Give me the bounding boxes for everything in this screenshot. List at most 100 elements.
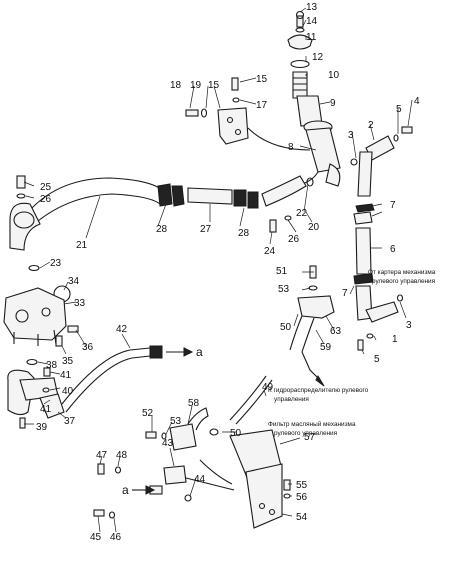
- bracket-hole-2: [234, 128, 242, 136]
- bracket-hole-1: [226, 116, 234, 124]
- callout-23: 23: [50, 258, 62, 269]
- o-ring-50: [209, 428, 219, 436]
- clamp-28-right-b: [247, 191, 259, 209]
- arrow-label-a-in: a: [122, 483, 129, 497]
- o-ring-44: [184, 494, 192, 502]
- pipe-43: [185, 477, 235, 491]
- bolt-36: [67, 325, 79, 333]
- note-filter-line1: Фильтр масляный механизма: [268, 420, 356, 428]
- washer-5b: [366, 333, 374, 339]
- washer-19: [200, 108, 208, 118]
- callout-17: 17: [256, 100, 268, 111]
- callout-47: 47: [96, 450, 108, 461]
- callout-8: 8: [288, 142, 294, 153]
- callout-40: 40: [62, 386, 74, 397]
- tube-20: [261, 175, 307, 207]
- filter-bolt-hole-b: [268, 508, 276, 516]
- hose-42-bottom: [65, 355, 151, 413]
- filter-body: [245, 463, 283, 529]
- callout-7b: 7: [342, 288, 348, 299]
- o-ring-23: [28, 264, 40, 272]
- callout-34: 34: [68, 276, 80, 287]
- callout-26b: 26: [40, 194, 52, 205]
- callout-7: 7: [390, 200, 396, 211]
- callout-3: 3: [348, 130, 354, 141]
- arrow-to-valve: [301, 351, 321, 381]
- callout-21: 21: [76, 240, 88, 251]
- leader-lines: [23, 7, 413, 533]
- callout-numbers: 13 14 11 12 10 9 8 15 15 17 18 19 3 2 5 …: [36, 2, 420, 543]
- bracket-assembly: [185, 77, 311, 151]
- callout-3b: 3: [406, 320, 412, 331]
- callout-27: 27: [200, 224, 212, 235]
- callout-24: 24: [264, 246, 276, 257]
- hose-42-top: [61, 347, 151, 405]
- bolt-4b: [357, 339, 364, 351]
- callout-12: 12: [312, 52, 324, 63]
- outlet-elbow-assembly: [7, 367, 65, 429]
- callout-19: 19: [190, 80, 202, 91]
- filler-elbow: [325, 163, 341, 187]
- return-fitting-assembly: [289, 265, 335, 387]
- notes: От картера механизма рулевого управления…: [268, 269, 436, 437]
- clamp-7-lower: [353, 211, 373, 225]
- bolt-4: [401, 126, 413, 134]
- callout-28: 28: [156, 224, 168, 235]
- washer-5: [393, 134, 399, 142]
- o-ring-12: [290, 59, 310, 69]
- callout-52: 52: [142, 408, 154, 419]
- o-ring-3b: [396, 294, 404, 302]
- callout-15: 15: [256, 74, 268, 85]
- note-to-valve-line1: К гидрораспределителю рулевого: [268, 387, 369, 394]
- callout-45: 45: [90, 532, 102, 543]
- bolt-55: [283, 479, 291, 491]
- bolt-47: [97, 463, 105, 475]
- callout-6: 6: [390, 244, 396, 255]
- bolt-24: [269, 219, 277, 233]
- o-ring-38: [26, 358, 38, 366]
- suction-line-assembly: [9, 175, 314, 251]
- clamp-28-left: [157, 183, 173, 207]
- callout-48: 48: [116, 450, 128, 461]
- filter-assembly: [93, 407, 291, 529]
- callout-20: 20: [308, 222, 320, 233]
- pressure-hose-assembly: [61, 345, 194, 413]
- o-ring-3: [350, 158, 358, 166]
- callout-41b: 41: [40, 404, 52, 415]
- callout-55: 55: [296, 480, 308, 491]
- callout-11: 11: [306, 32, 317, 43]
- callout-43: 43: [162, 438, 174, 449]
- washer-17: [232, 97, 240, 103]
- hose-49-b: [235, 379, 273, 425]
- note-filter-line2: рулевого управления: [274, 430, 338, 437]
- callout-39: 39: [36, 422, 48, 433]
- filter-inlet-pipe: [199, 459, 233, 485]
- callout-5: 5: [396, 104, 402, 115]
- callout-51: 51: [276, 266, 288, 277]
- washer-26-left: [16, 193, 26, 199]
- hose-59-b: [301, 317, 315, 353]
- filler-body-8: [305, 127, 341, 173]
- pump-boss: [41, 307, 51, 317]
- bolt-45: [93, 509, 105, 517]
- fitting-42: [149, 345, 163, 359]
- callout-42: 42: [116, 324, 128, 335]
- callout-26: 26: [288, 234, 300, 245]
- elbow-21-opening: [13, 211, 35, 229]
- callout-18: 18: [170, 80, 182, 91]
- callout-38: 38: [46, 360, 58, 371]
- note-to-valve-line2: управления: [274, 396, 309, 403]
- pipe-2: [357, 151, 373, 197]
- washer-48: [114, 466, 122, 474]
- callout-28b: 28: [238, 228, 250, 239]
- tube-27: [187, 187, 233, 205]
- callout-5b: 5: [374, 354, 380, 365]
- flange-63: [297, 295, 335, 319]
- pump-body-33: [3, 287, 67, 341]
- washer-46: [108, 511, 116, 519]
- hose-21-bottom: [31, 193, 161, 227]
- callout-13: 13: [306, 2, 318, 13]
- callout-15b: 15: [208, 80, 220, 91]
- strainer-ribs: [293, 77, 307, 91]
